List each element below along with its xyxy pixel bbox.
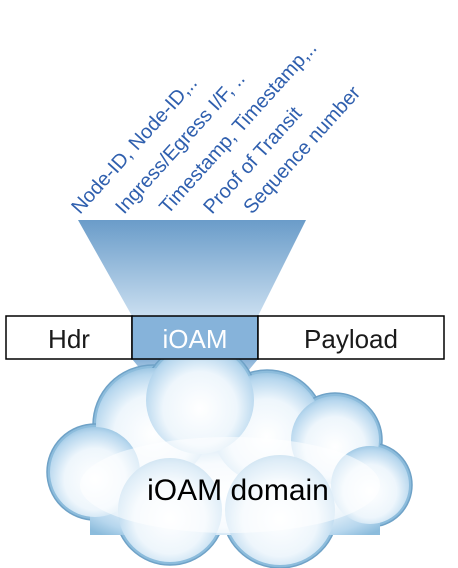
payload-label: Payload [304, 324, 398, 354]
hdr-label: Hdr [48, 324, 90, 354]
field-funnel [78, 220, 306, 316]
packet-segment-ioam [131, 315, 259, 360]
header-field-labels: Node-ID, Node-ID,.. Ingress/Egress I/F, … [67, 37, 365, 218]
ioam-label: iOAM [163, 324, 228, 354]
packet-bar: Hdr iOAM Payload [5, 315, 445, 360]
domain-label: iOAM domain [147, 474, 329, 507]
packet-segment-payload [257, 315, 445, 360]
cloud-shape [46, 342, 413, 568]
